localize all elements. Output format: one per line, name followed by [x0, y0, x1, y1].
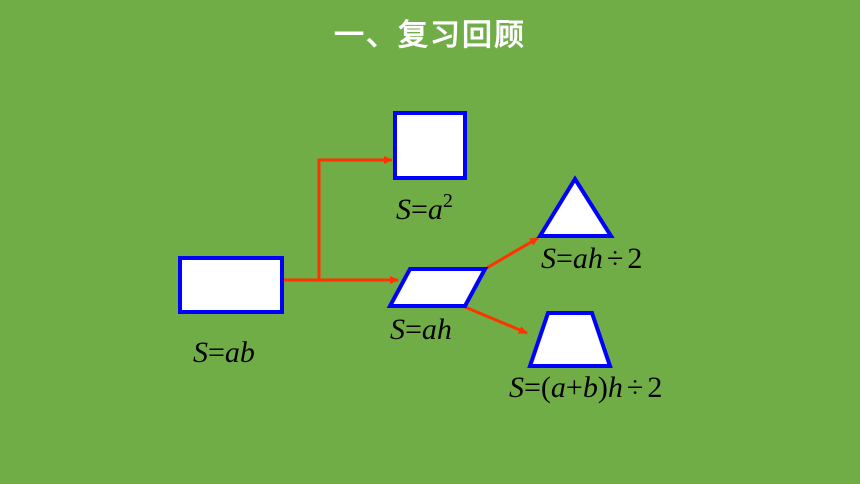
arrows: [283, 156, 539, 335]
parallelogram-shape: [386, 267, 489, 308]
formula-trapezoid: S=(a+b)h÷2: [509, 371, 662, 404]
arrow-rectangle-to-square: [283, 156, 393, 282]
square-shape: [393, 111, 467, 180]
formula-square: S=a2: [396, 190, 453, 226]
arrow-parallelogram-to-triangle: [484, 236, 539, 271]
trapezoid-shape: [527, 311, 613, 368]
triangle-shape: [536, 175, 615, 238]
rectangle-shape: [178, 256, 284, 314]
formula-rectangle: S=ab: [193, 336, 255, 369]
formula-parallelogram: S=ah: [390, 313, 452, 346]
formula-triangle: S=ah÷2: [541, 242, 642, 275]
slide-title: 一、复习回顾: [334, 18, 526, 53]
arrow-parallelogram-to-trapezoid: [464, 305, 528, 335]
